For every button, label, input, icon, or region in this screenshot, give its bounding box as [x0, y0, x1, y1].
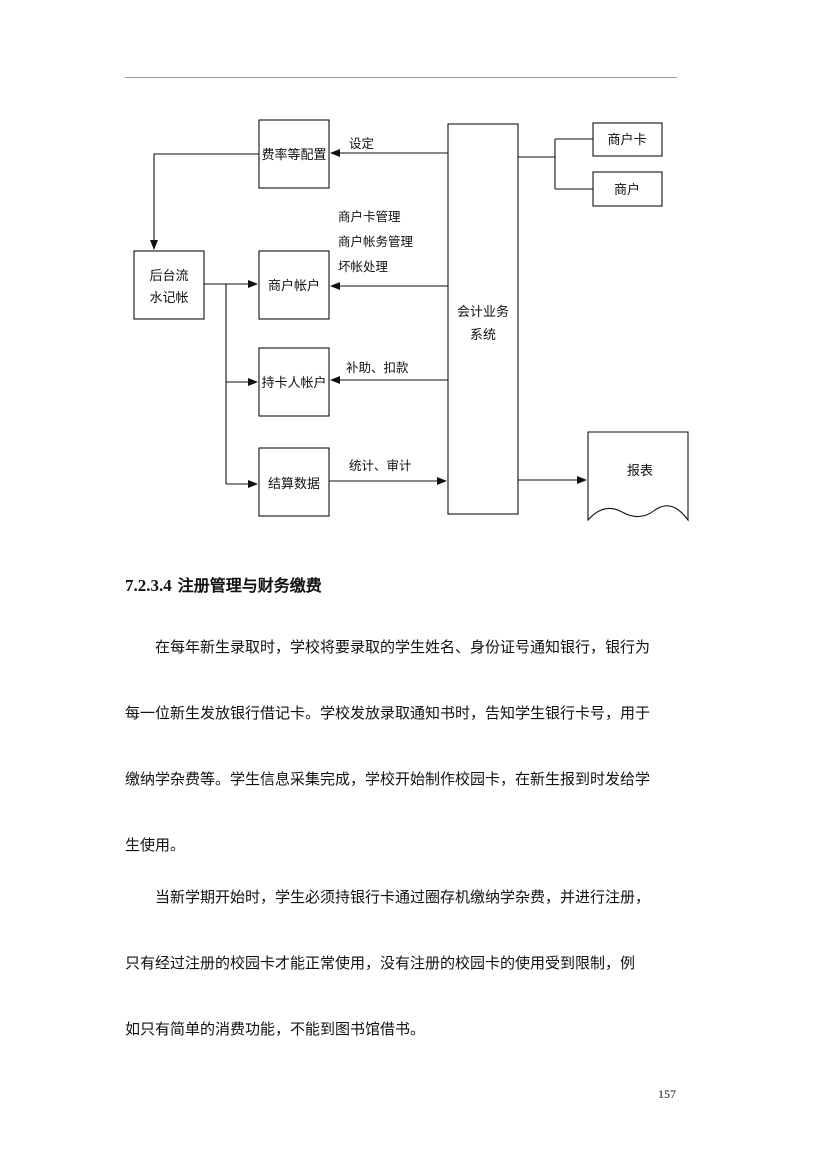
- accounting-system-box: [447, 123, 519, 515]
- merchant-card-mgmt-label: 商户卡管理: [338, 209, 401, 224]
- report-label: 报表: [627, 464, 653, 479]
- paragraph-1-line-1: 在每年新生录取时，学校将要录取的学生姓名、身份证号通知银行，银行为: [125, 638, 651, 656]
- section-number: 7.2.3.4: [125, 576, 172, 595]
- paragraph-1-line-4: 生使用。: [125, 836, 186, 854]
- merchant-account-label: 商户帐户: [268, 278, 320, 294]
- backend-ledger-label-line1: 后台流: [149, 269, 188, 284]
- paragraph-2-line-1: 当新学期开始时，学生必须持银行卡通过圈存机缴纳学杂费，并进行注册，: [125, 888, 651, 906]
- cardholder-account-box: [258, 347, 330, 417]
- merchant-account-box: [258, 250, 330, 320]
- report-document-shape: [587, 431, 689, 522]
- paragraph-2-line-3: 如只有简单的消费功能，不能到图书馆借书。: [125, 1020, 426, 1038]
- paragraph-1-line-2: 每一位新生发放银行借记卡。学校发放录取通知书时，告知学生银行卡号，用于: [125, 704, 651, 722]
- merchant-account-mgmt-label: 商户帐务管理: [338, 234, 414, 249]
- paragraph-1-line-3: 缴纳学杂费等。学生信息采集完成，学校开始制作校园卡，在新生报到时发给学: [125, 770, 651, 788]
- subsidy-deduction-label: 补助、扣款: [346, 360, 409, 375]
- rate-to-ledger-arrow: [150, 153, 259, 250]
- settlement-data-label: 结算数据: [268, 477, 320, 492]
- flow-diagram: 费率等配置 后台流 水记帐 商户帐户 持卡人帐户 结算数据 会计业务 系统 商户…: [133, 119, 689, 522]
- page-number: 157: [658, 1087, 676, 1101]
- section-title: 注册管理与财务缴费: [177, 576, 322, 595]
- statistics-audit-label: 统计、审计: [349, 458, 412, 473]
- accounting-system-label-line2: 系统: [470, 328, 496, 343]
- merchant-label: 商户: [614, 182, 640, 198]
- section-heading: 7.2.3.4 注册管理与财务缴费: [125, 572, 322, 596]
- setting-edge-label: 设定: [349, 136, 374, 151]
- rate-config-label: 费率等配置: [261, 147, 326, 163]
- bad-debt-label: 坏帐处理: [338, 259, 389, 274]
- header-rule: [125, 77, 677, 78]
- accounting-system-label-line1: 会计业务: [457, 304, 509, 320]
- backend-ledger-label-line2: 水记帐: [149, 291, 188, 306]
- merchant-card-label: 商户卡: [607, 132, 646, 148]
- backend-ledger-box: [133, 250, 205, 320]
- paragraph-2-line-2: 只有经过注册的校园卡才能正常使用，没有注册的校园卡的使用受到限制，例: [125, 954, 636, 972]
- settlement-data-box: [258, 447, 330, 517]
- cardholder-account-label: 持卡人帐户: [261, 375, 326, 391]
